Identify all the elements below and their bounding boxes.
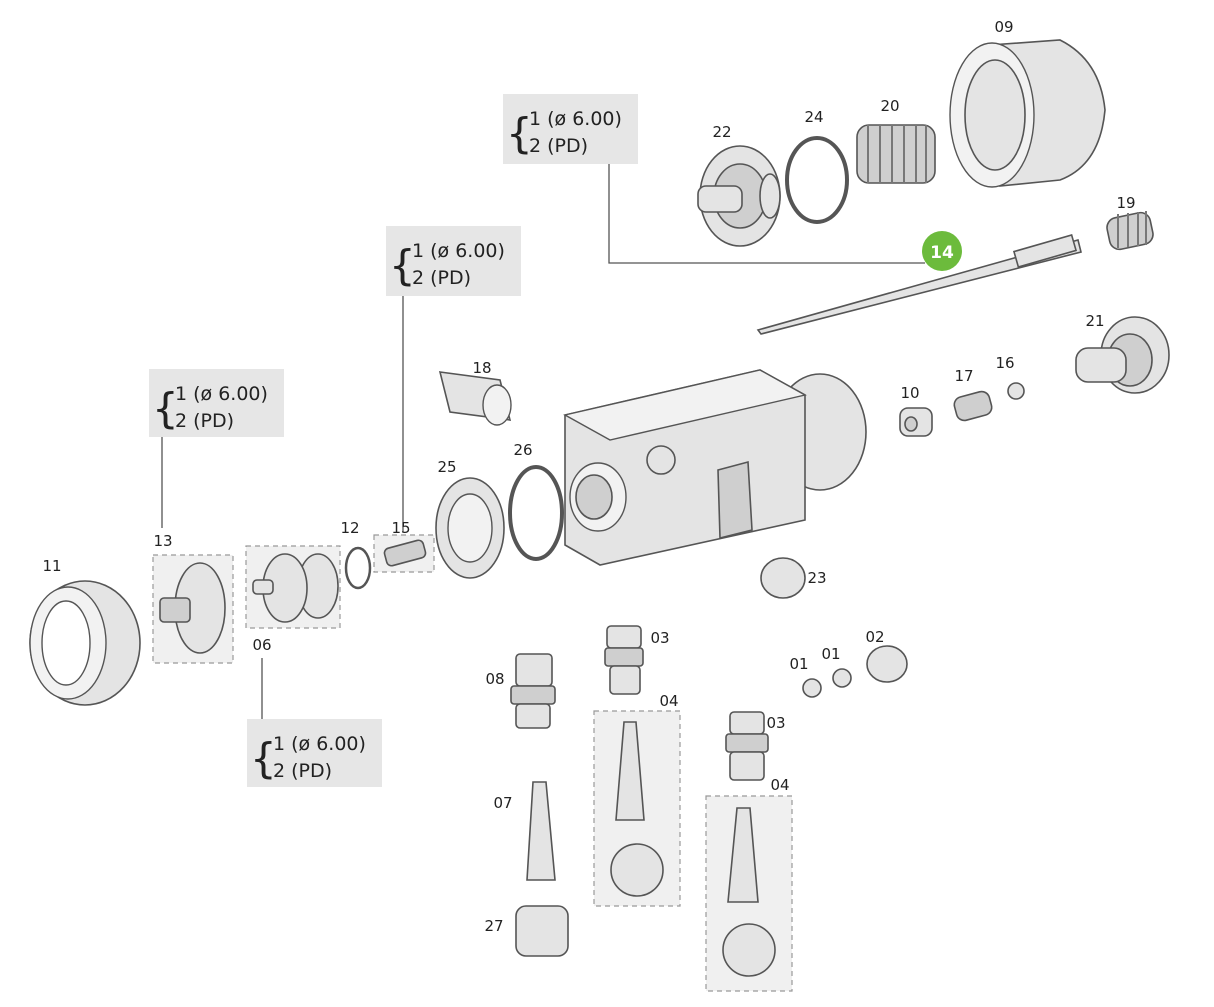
leader-line [608, 164, 925, 264]
note-line: 1 (ø 6.00) [529, 108, 622, 130]
part-label: 04 [770, 776, 789, 794]
part-label: 23 [807, 569, 826, 587]
part-label: 08 [485, 670, 504, 688]
spring-icon [1106, 211, 1154, 251]
note-line: 1 (ø 6.00) [273, 733, 366, 755]
badge-number: 14 [930, 243, 954, 263]
svg-text:{: { [152, 384, 179, 433]
note-box: { 1 (ø 6.00) 2 (PD) [386, 226, 521, 296]
needle-icon [756, 234, 1082, 335]
part-label: 03 [650, 629, 669, 647]
part-label: 02 [865, 628, 884, 646]
part-label: 13 [153, 532, 172, 550]
cap-nut-icon [515, 905, 569, 957]
o-ring-icon [785, 136, 849, 224]
hose-barb-icon [610, 721, 664, 897]
part-label: 03 [766, 714, 785, 732]
part-label: 24 [804, 108, 823, 126]
note-box: { 1 (ø 6.00) 2 (PD) [503, 94, 638, 164]
washer-icon [832, 668, 852, 688]
note-box: { 1 (ø 6.00) 2 (PD) [149, 369, 284, 437]
part-label: 04 [659, 692, 678, 710]
note-line: 1 (ø 6.00) [412, 240, 505, 262]
cap-icon [159, 562, 226, 654]
valve-body-icon [697, 145, 781, 247]
note-line: 1 (ø 6.00) [175, 383, 268, 405]
part-label: 16 [995, 354, 1014, 372]
nozzle-icon [438, 371, 512, 426]
part-label: 07 [493, 794, 512, 812]
svg-text:{: { [389, 241, 416, 290]
part-label: 18 [472, 359, 491, 377]
highlight-badge[interactable]: 14 [922, 231, 962, 271]
part-label: 11 [42, 557, 61, 575]
fitting-icon [510, 653, 556, 729]
note-line: 2 (PD) [529, 135, 588, 157]
nut-icon [1007, 382, 1025, 400]
bushing-icon [899, 407, 933, 437]
air-cap-ring-icon [29, 580, 141, 706]
flange-icon [435, 477, 505, 579]
svg-text:{: { [250, 734, 277, 783]
nozzle-body-icon [252, 553, 339, 623]
part-label: 26 [513, 441, 532, 459]
part-label: 01 [821, 645, 840, 663]
hose-barb-icon [526, 781, 556, 881]
washer-icon [802, 678, 822, 698]
svg-text:{: { [506, 109, 533, 158]
o-ring-icon [508, 465, 564, 561]
needle-seal-icon [383, 539, 427, 567]
part-label: 15 [391, 519, 410, 537]
note-line: 2 (PD) [273, 760, 332, 782]
part-label: 22 [712, 123, 731, 141]
spring-icon [953, 390, 993, 422]
fitting-icon [725, 711, 769, 781]
part-label: 01 [789, 655, 808, 673]
part-label: 17 [954, 367, 973, 385]
o-ring-icon [344, 546, 372, 590]
note-box: { 1 (ø 6.00) 2 (PD) [247, 719, 382, 787]
part-label: 19 [1116, 194, 1135, 212]
note-line: 2 (PD) [412, 267, 471, 289]
part-label: 20 [880, 97, 899, 115]
part-label: 12 [340, 519, 359, 537]
part-label: 27 [484, 917, 503, 935]
spring-icon [856, 124, 936, 184]
part-label: 06 [252, 636, 271, 654]
part-label: 10 [900, 384, 919, 402]
spray-cap-icon [949, 39, 1106, 188]
piston-icon [1075, 316, 1170, 394]
gun-body-icon [563, 369, 867, 566]
part-label: 09 [994, 18, 1013, 36]
hose-barb-icon [722, 807, 776, 977]
part-label: 21 [1085, 312, 1104, 330]
plug-icon [760, 557, 806, 599]
part-label: 25 [437, 458, 456, 476]
nut-icon [866, 645, 908, 683]
fitting-icon [604, 625, 644, 695]
note-line: 2 (PD) [175, 410, 234, 432]
